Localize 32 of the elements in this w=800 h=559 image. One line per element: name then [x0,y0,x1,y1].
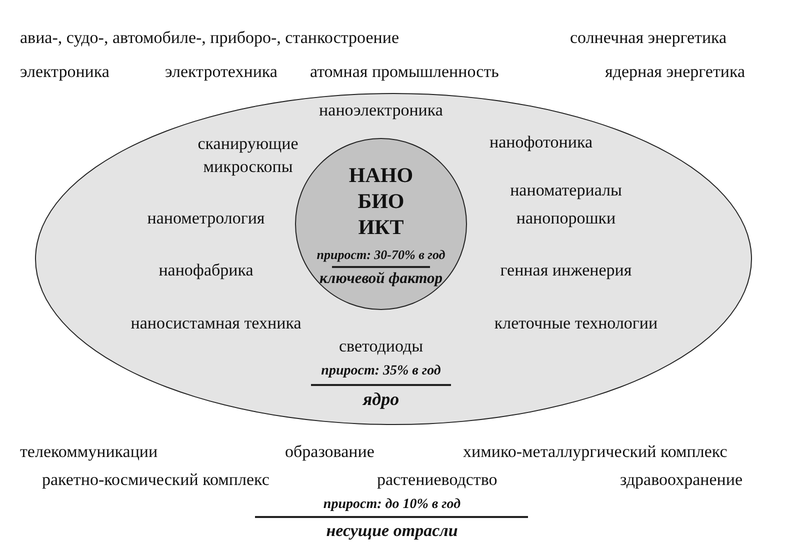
area-label: нанометрология [147,208,265,230]
industry-label: электротехника [165,62,278,82]
area-label: ядро [362,388,400,411]
industry-label: ракетно-космический комплекс [42,470,270,490]
industry-label: авиа-, судо-, автомобиле-, приборо-, станкостроение [20,28,399,48]
industry-label: атомная промышленность [310,62,499,82]
industry-label: ядерная энергетика [605,62,746,82]
core-note: ключевой фактор [319,268,443,289]
core-note: прирост: 30-70% в год [316,246,446,264]
core-heading: ИКТ [358,214,404,240]
area-label: наноэлектроника [319,100,443,122]
industry-label: здравоохранение [620,470,743,490]
core-heading: НАНО [348,162,414,188]
industry-label: солнечная энергетика [570,28,727,48]
area-label: нанофотоника [490,132,592,154]
area-label: сканирующие микроскопы [196,133,300,178]
industry-label: образование [285,442,374,462]
area-label: клеточные технологии [494,312,658,335]
industry-label: электроника [20,62,110,82]
area-label: наносистамная техника [130,312,302,335]
area-label: нанофабрика [158,260,254,282]
area-label: светодиоды [338,336,424,358]
industry-label: прирост: до 10% в год [323,497,461,513]
core-heading: БИО [358,188,404,214]
industry-label: телекоммуникации [20,442,158,462]
industry-label: несущие отрасли [326,521,458,541]
area-label: наноматериалы [510,180,622,202]
area-label: генная инженерия [500,260,632,282]
industry-label: химико-металлургический комплекс [463,442,728,462]
area-label: нанопорошки [516,208,616,230]
area-label: прирост: 35% в год [321,362,441,381]
industry-label: растениеводство [377,470,498,490]
